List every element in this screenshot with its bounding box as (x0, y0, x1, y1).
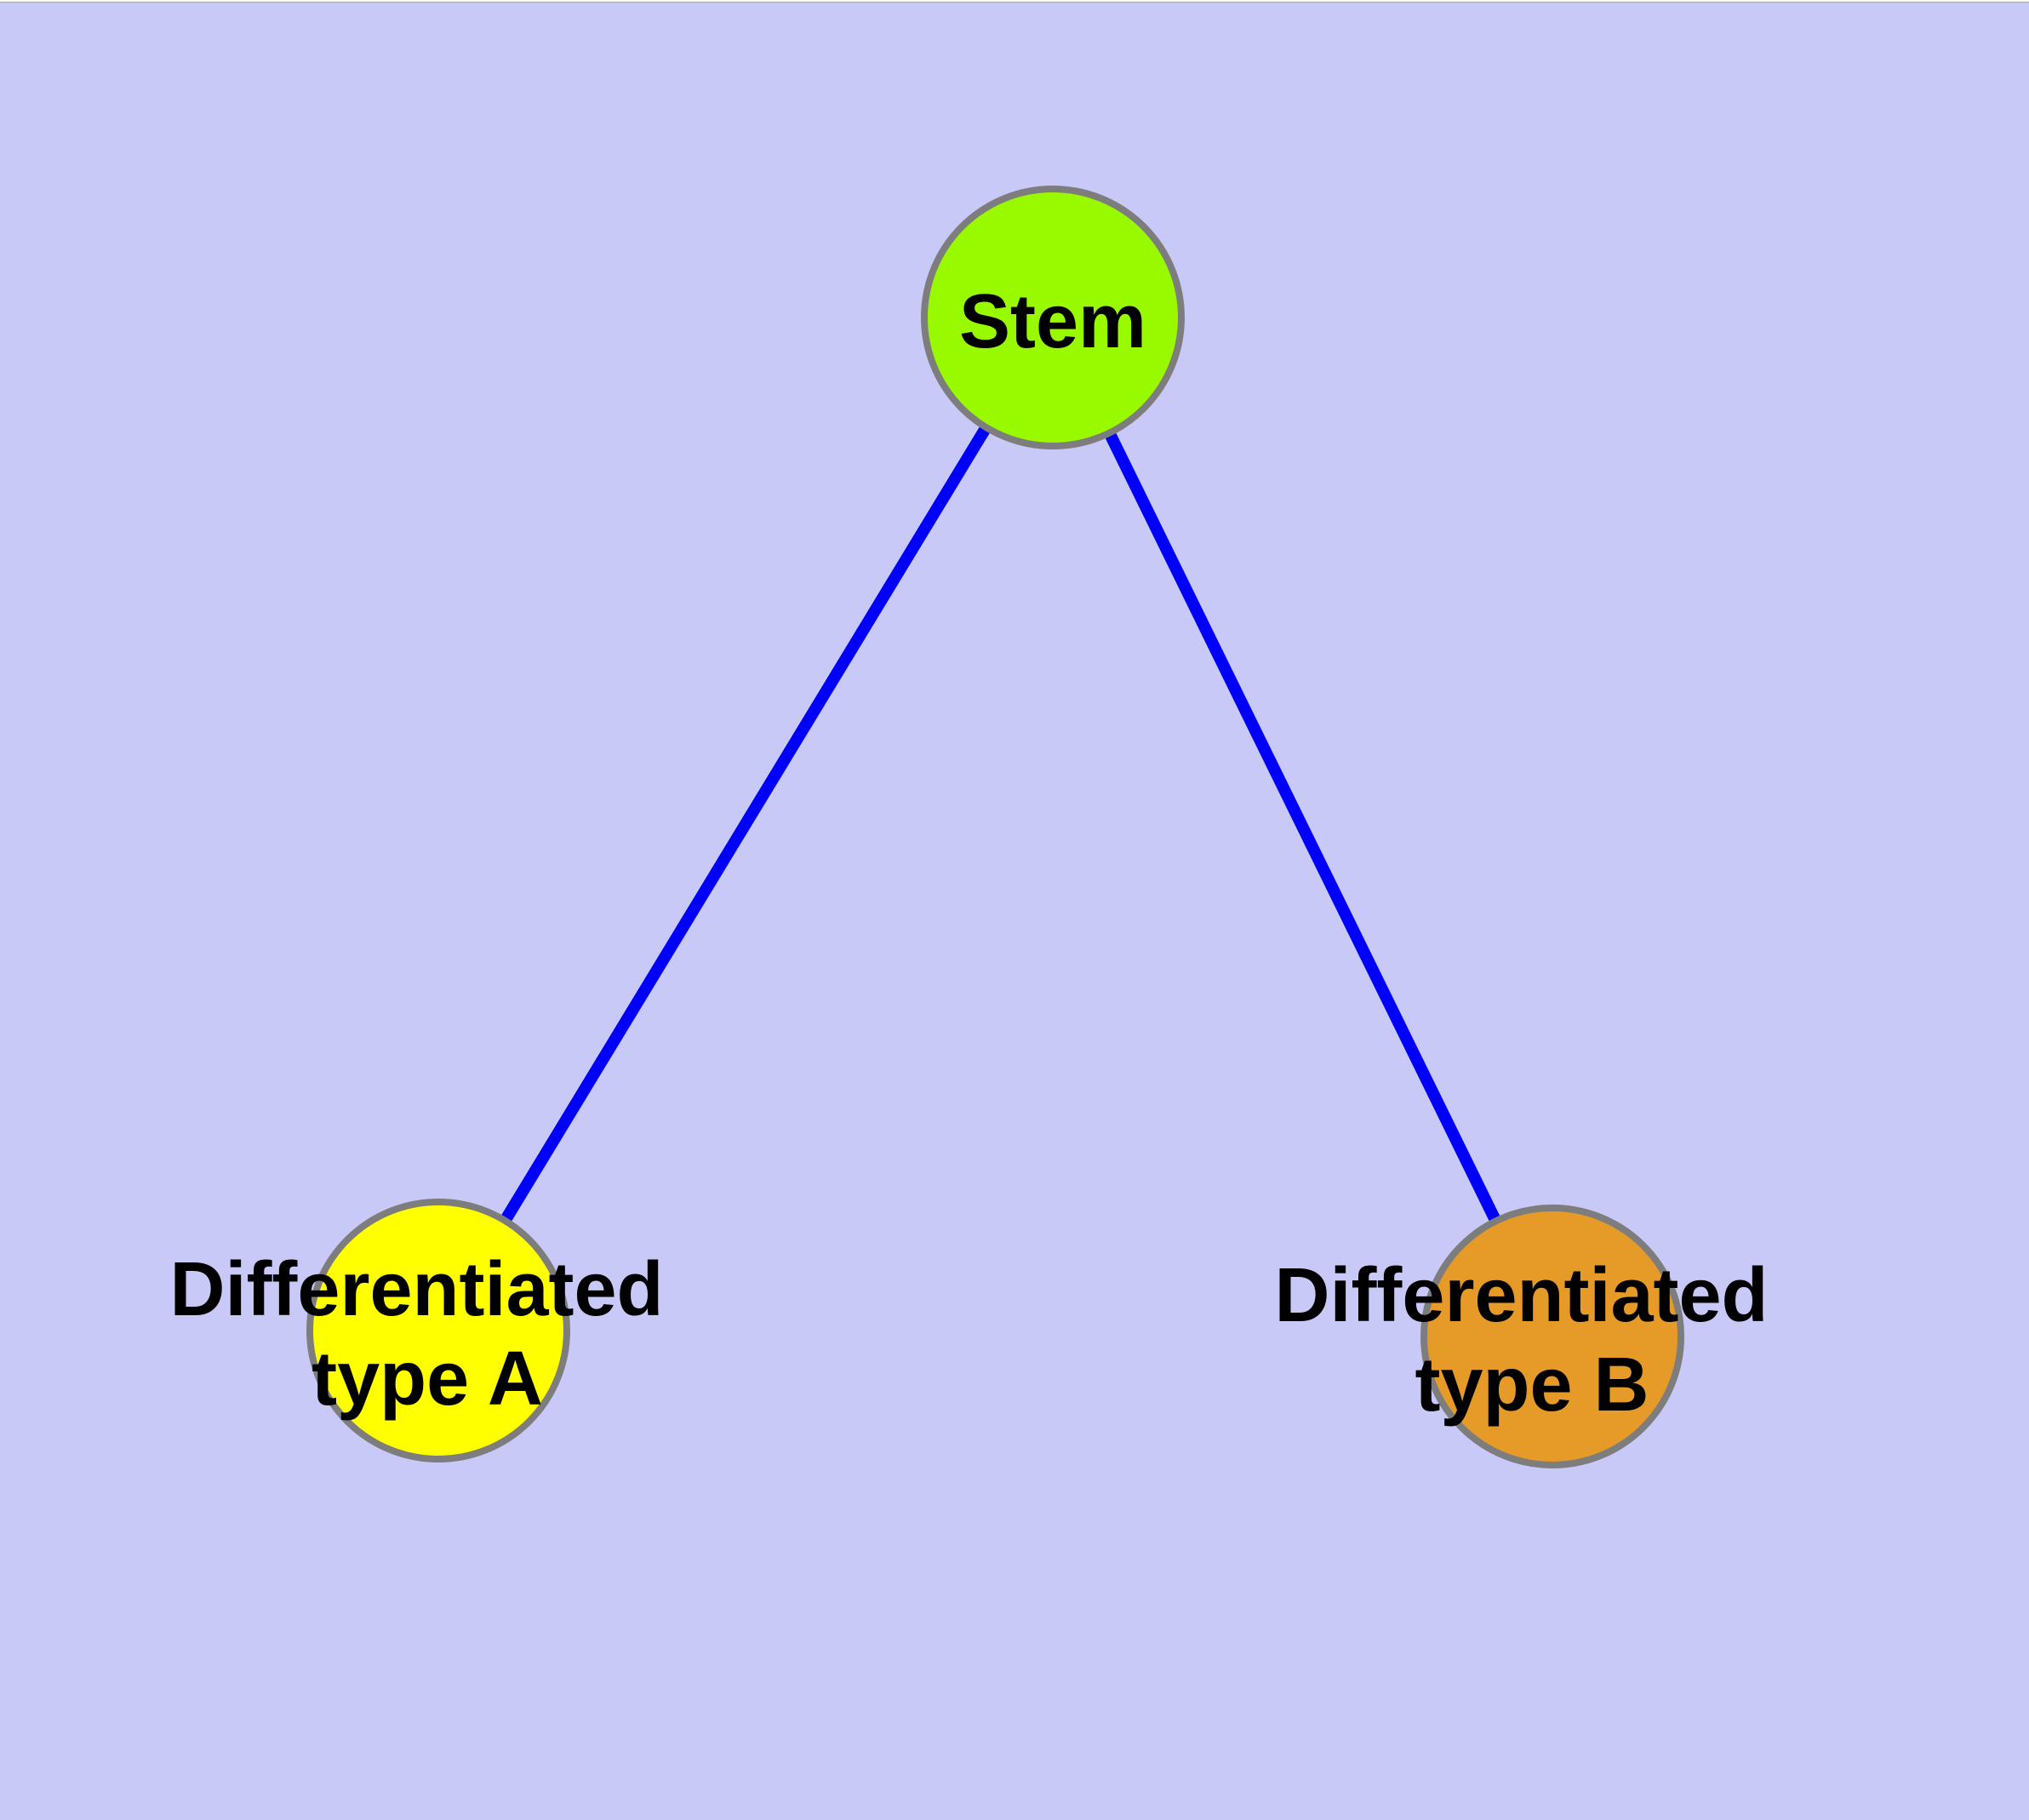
node-stem-label: Stem (959, 279, 1146, 364)
node-diff-type-b (1420, 1205, 1684, 1468)
edge-stem-to-diff-type-b (1047, 314, 1558, 1340)
node-diff-type-a-label: Differentiated type A (169, 1247, 684, 1422)
node-stem (921, 186, 1185, 449)
node-diff-type-b-label: Differentiated type B (1274, 1253, 1789, 1428)
edge-stem-to-diff-type-a (433, 314, 1058, 1334)
node-diff-type-b-label-line1: Differentiated (1274, 1253, 1768, 1338)
window-top-edge-highlight (0, 0, 2029, 2)
node-diff-type-a-label-line2: type A (311, 1336, 543, 1422)
window-top-edge-line (0, 2, 2029, 3)
node-diff-type-a-label-line1: Differentiated (169, 1247, 663, 1332)
node-diff-type-b-label-line2: type B (1415, 1342, 1649, 1428)
node-diff-type-a (306, 1199, 570, 1462)
